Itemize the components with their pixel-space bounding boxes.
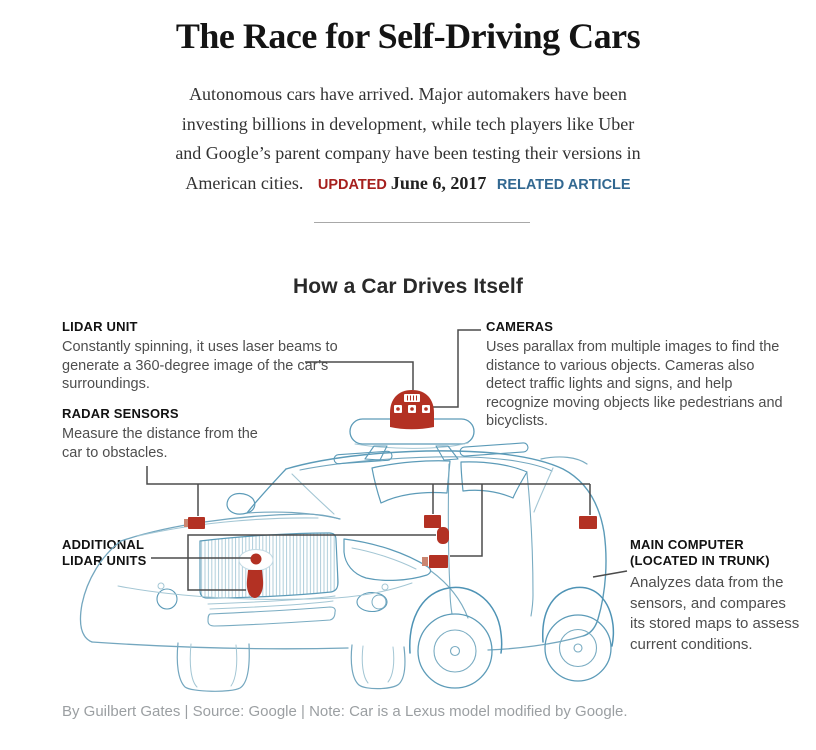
sensor-rear-radar: [579, 516, 597, 529]
related-article-link[interactable]: RELATED ARTICLE: [496, 176, 631, 193]
sensor-bumper-lidar: [246, 570, 264, 598]
updated-label: UPDATED: [317, 176, 387, 193]
callout-lidar-unit: LIDAR UNIT Constantly spinning, it uses …: [62, 319, 354, 394]
radar-sensors-body: Measure the distance from the car to obs…: [62, 426, 258, 461]
diagram-title: How a Car Drives Itself: [293, 275, 523, 298]
roof-platform: [349, 418, 475, 445]
main-computer-label: MAIN COMPUTER (LOCATED IN TRUNK): [630, 537, 770, 568]
cameras-label: CAMERAS: [486, 319, 554, 334]
updated-date: June 6, 2017: [390, 172, 487, 193]
additional-lidar-bracket: [187, 534, 436, 591]
sensor-grille-lidar: [250, 553, 262, 565]
roof-rack-rail: [459, 442, 529, 457]
page-title: The Race for Self-Driving Cars: [175, 16, 641, 56]
cameras-callout-line: [431, 329, 481, 408]
radar-callout-lines: [146, 466, 591, 557]
rear-wheel-arch: [542, 586, 615, 647]
headlight: [343, 538, 432, 581]
side-mirror: [226, 492, 256, 515]
lidar-unit-label: LIDAR UNIT: [62, 319, 138, 334]
main-computer-body: Analyzes data from the sensors, and comp…: [630, 574, 800, 653]
lidar-dome: [390, 390, 434, 430]
grille: [199, 532, 339, 599]
sensor-front-fender-radar: [184, 517, 205, 529]
callout-main-computer: MAIN COMPUTER (LOCATED IN TRUNK) Analyze…: [630, 537, 802, 655]
byline-credit: By Guilbert Gates | Source: Google | Not…: [62, 703, 628, 720]
additional-lidar-label: ADDITIONAL LIDAR UNITS: [62, 537, 147, 568]
front-wheel-arch: [409, 586, 503, 654]
sensor-door-radar: [424, 515, 449, 544]
callout-additional-lidar: ADDITIONAL LIDAR UNITS: [62, 537, 158, 569]
intro-paragraph: Autonomous cars have arrived. Major auto…: [168, 80, 648, 200]
main-computer-pointer-line: [592, 570, 628, 578]
section-divider: [314, 222, 530, 223]
callout-cameras: CAMERAS Uses parallax from multiple imag…: [486, 319, 788, 431]
sensor-wheel-arch-radar: [422, 555, 448, 568]
intro-text: Autonomous cars have arrived. Major auto…: [175, 84, 641, 193]
roof-rack-rail: [333, 450, 393, 465]
grille-lidar-housing: [238, 549, 274, 571]
cameras-body: Uses parallax from multiple images to fi…: [486, 339, 783, 429]
radar-sensors-label: RADAR SENSORS: [62, 406, 179, 421]
callout-radar-sensors: RADAR SENSORS Measure the distance from …: [62, 406, 272, 462]
lidar-unit-body: Constantly spinning, it uses laser beams…: [62, 339, 338, 392]
